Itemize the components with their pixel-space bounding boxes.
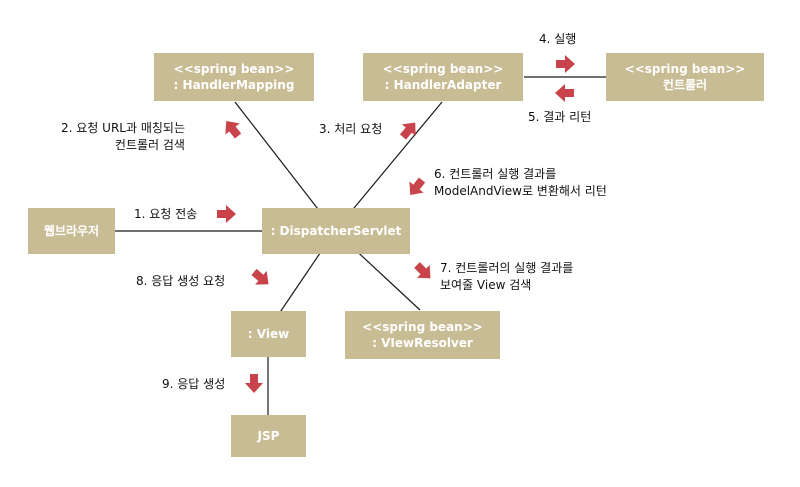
controller-box: <<spring bean>> 컨트롤러 — [606, 53, 764, 101]
step-8-label: 8. 응답 생성 요청 — [136, 273, 225, 290]
jsp-title: JSP — [257, 429, 280, 443]
handler-mapping-box: <<spring bean>> : HandlerMapping — [154, 53, 314, 101]
view-title: : View — [247, 327, 290, 341]
step-4-text: 4. 실행 — [539, 32, 577, 46]
step-8-text: 8. 응답 생성 요청 — [136, 274, 226, 288]
step-7-text-line1: 7. 컨트롤러의 실행 결과를 — [440, 261, 574, 275]
step-2-text-line1: 2. 요청 URL과 매칭되는 — [61, 121, 185, 135]
step-1-label: 1. 요청 전송 — [134, 206, 197, 223]
step-5-label: 5. 결과 리턴 — [528, 109, 591, 126]
jsp-box: JSP — [231, 415, 306, 457]
handler-adapter-stereotype: <<spring bean>> — [382, 62, 504, 76]
arrow-step-1-icon — [217, 205, 236, 223]
view-resolver-stereotype: <<spring bean>> — [362, 320, 483, 334]
arrow-step-2-icon — [225, 121, 242, 139]
web-browser-box: 웹브라우저 — [28, 208, 115, 254]
step-3-text: 3. 처리 요청 — [319, 122, 383, 136]
arrow-step-4-icon — [556, 55, 575, 73]
step-1-text: 1. 요청 전송 — [134, 207, 198, 221]
arrow-step-5-icon — [555, 84, 574, 102]
view-box: : View — [231, 311, 306, 357]
step-3-label: 3. 처리 요청 — [319, 121, 382, 138]
step-6-text-line1: 6. 컨트롤러 실행 결과를 — [434, 167, 557, 181]
dispatcher-servlet-title: : DispatcherServlet — [270, 224, 402, 238]
step-6-label: 6. 컨트롤러 실행 결과를 ModelAndView로 변환해서 리턴 — [434, 166, 607, 200]
arrow-step-9-icon — [245, 374, 263, 393]
step-7-text-line2: 보여줄 View 검색 — [440, 278, 532, 292]
step-4-label: 4. 실행 — [539, 31, 576, 48]
step-2-label: 2. 요청 URL과 매칭되는 컨트롤러 검색 — [61, 120, 185, 154]
web-browser-title: 웹브라우저 — [43, 224, 100, 238]
step-9-label: 9. 응답 생성 — [162, 376, 225, 393]
handler-adapter-title: : HandlerAdapter — [384, 78, 502, 92]
step-2-text-line2: 컨트롤러 검색 — [114, 138, 185, 152]
handler-mapping-stereotype: <<spring bean>> — [173, 62, 295, 76]
controller-title: 컨트롤러 — [662, 78, 708, 92]
handler-adapter-box: <<spring bean>> : HandlerAdapter — [363, 53, 523, 101]
view-resolver-title: : VIewResolver — [372, 336, 473, 350]
step-5-text: 5. 결과 리턴 — [528, 110, 592, 124]
arrow-step-7-icon — [414, 262, 431, 279]
view-resolver-box: <<spring bean>> : VIewResolver — [345, 311, 500, 359]
step-6-text-line2: ModelAndView로 변환해서 리턴 — [434, 184, 607, 198]
dispatcher-servlet-box: : DispatcherServlet — [262, 208, 410, 254]
arrow-step-8-icon — [251, 268, 269, 285]
handler-mapping-title: : HandlerMapping — [173, 78, 295, 92]
arrow-step-6-icon — [409, 177, 426, 195]
step-7-label: 7. 컨트롤러의 실행 결과를 보여줄 View 검색 — [440, 260, 573, 294]
arrow-step-3-icon — [399, 122, 416, 140]
controller-stereotype: <<spring bean>> — [624, 62, 746, 76]
step-9-text: 9. 응답 생성 — [162, 377, 226, 391]
